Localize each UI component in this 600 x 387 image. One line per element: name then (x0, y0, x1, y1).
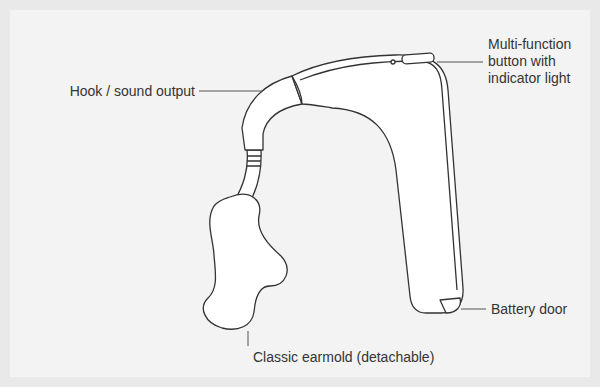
background-panel (10, 10, 590, 377)
part-label: Classic earmold (detachable) (253, 349, 434, 366)
indicator-light (391, 60, 395, 64)
hook (242, 76, 302, 150)
part-label: Multi-function button with indicator lig… (488, 36, 588, 87)
tube-ripples (246, 156, 261, 166)
multi-function-button (402, 53, 435, 64)
housing-edge (300, 61, 457, 290)
leader-line (461, 309, 486, 310)
part-label: Hook / sound output (70, 83, 195, 100)
leader-line (199, 91, 262, 92)
battery-door (440, 298, 460, 313)
earmold (203, 194, 287, 329)
leader-line (437, 62, 483, 63)
leader-line (248, 331, 249, 346)
housing (292, 55, 463, 313)
part-label: Battery door (491, 301, 567, 318)
